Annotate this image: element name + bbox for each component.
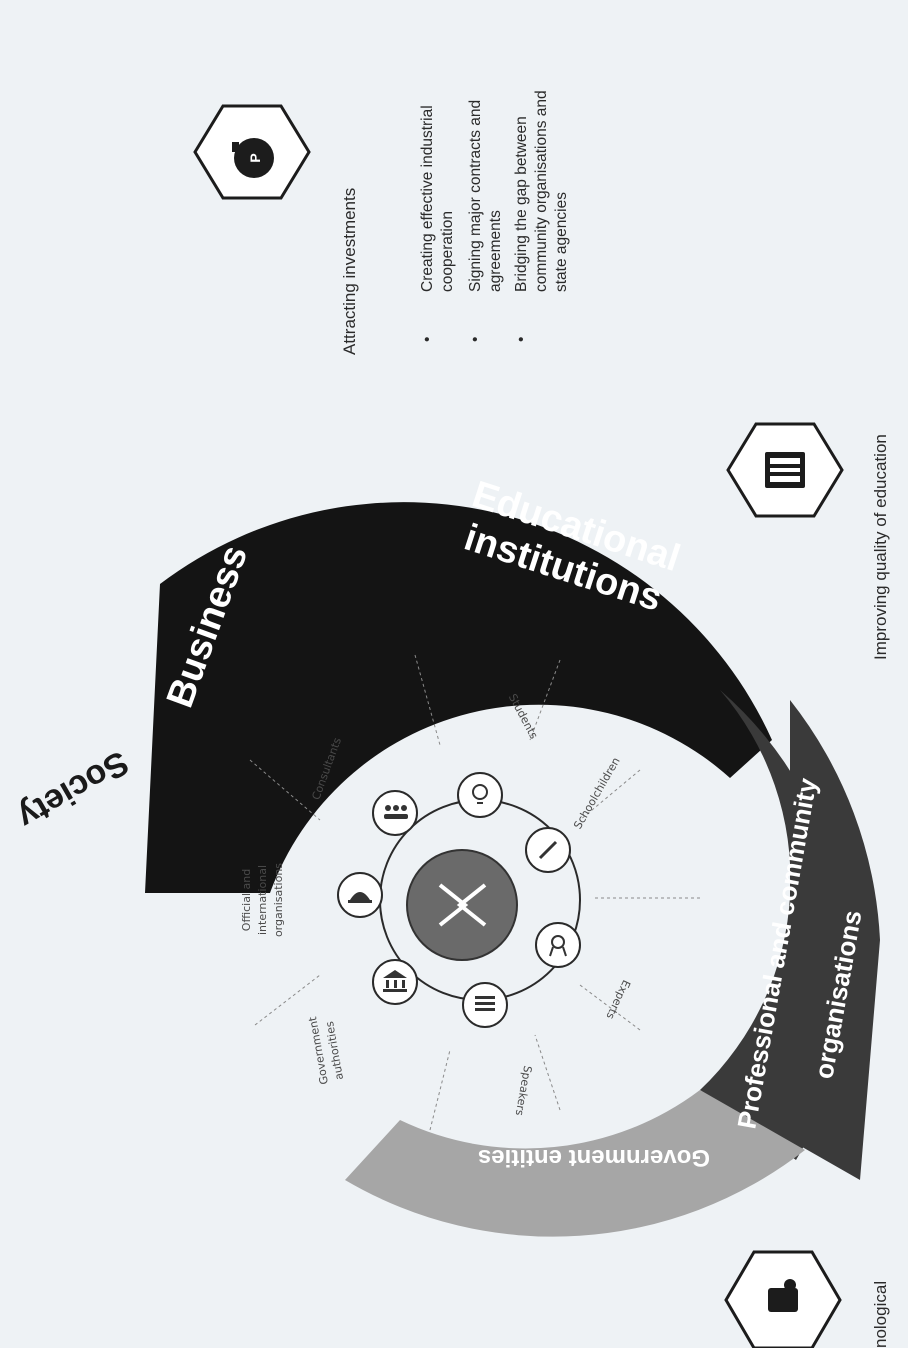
education-title: Improving quality of education xyxy=(871,434,890,660)
stakeholder-node-government xyxy=(372,959,418,1005)
label-official-line1: Official and xyxy=(240,869,253,931)
bullet-1-line1: Creating effective industrial xyxy=(419,105,436,292)
government-label: Government entities xyxy=(478,1144,710,1171)
stakeholder-node-consultants xyxy=(372,790,418,836)
bullet-2-line2: agreements xyxy=(487,210,504,292)
handshake-icon xyxy=(438,883,487,927)
technology-partial-title: nological xyxy=(871,1281,890,1348)
bullet-3-line3: state agencies xyxy=(553,192,570,292)
stakeholder-node-official xyxy=(337,872,383,918)
stakeholder-node-schoolchildren xyxy=(525,827,571,873)
people-icon xyxy=(384,805,408,819)
education-hexagon xyxy=(726,422,844,518)
award-icon xyxy=(549,935,567,957)
label-speakers: Speakers xyxy=(513,1065,535,1117)
society-label: Society xyxy=(11,743,135,836)
technology-hexagon xyxy=(724,1250,842,1348)
ray xyxy=(534,1034,561,1111)
dome-icon xyxy=(348,892,372,903)
bullet-dot: • xyxy=(513,337,530,342)
bullet-3-line2: community organisations and xyxy=(533,90,550,292)
business-educational-segment xyxy=(145,502,772,893)
classroom-icon xyxy=(765,452,805,488)
investments-title: Attracting investments xyxy=(340,188,359,355)
investments-bullets: • Creating effective industrial cooperat… xyxy=(419,90,570,342)
bullet-dot: • xyxy=(467,337,484,342)
svg-text:P: P xyxy=(247,153,263,162)
investments-hexagon: P xyxy=(193,104,311,200)
stakeholder-node-students xyxy=(457,772,503,818)
label-official-line3: organisations xyxy=(272,863,285,937)
bank-icon xyxy=(383,970,407,992)
money-bag-icon: P xyxy=(232,138,274,178)
bullet-3-line1: Bridging the gap between xyxy=(513,116,530,292)
government-segment xyxy=(345,1090,805,1237)
ray xyxy=(579,769,641,821)
bullet-2-line1: Signing major contracts and xyxy=(467,100,484,292)
professional-tab xyxy=(790,700,880,1180)
bulb-icon xyxy=(472,784,488,804)
ray xyxy=(529,659,561,741)
label-official-line2: international xyxy=(256,865,269,935)
technology-icon xyxy=(768,1279,798,1312)
bullet-1-line2: cooperation xyxy=(439,211,456,292)
label-schoolchildren: Schoolchildren xyxy=(571,755,623,831)
building-icon xyxy=(475,996,495,1011)
stakeholder-node-speakers xyxy=(462,982,508,1028)
ray xyxy=(429,1049,451,1131)
stakeholder-node-experts xyxy=(535,922,581,968)
ray xyxy=(254,974,321,1026)
ray xyxy=(579,984,641,1031)
label-experts: Experts xyxy=(603,978,633,1022)
bullet-dot: • xyxy=(419,337,436,342)
pen-icon xyxy=(538,840,558,860)
